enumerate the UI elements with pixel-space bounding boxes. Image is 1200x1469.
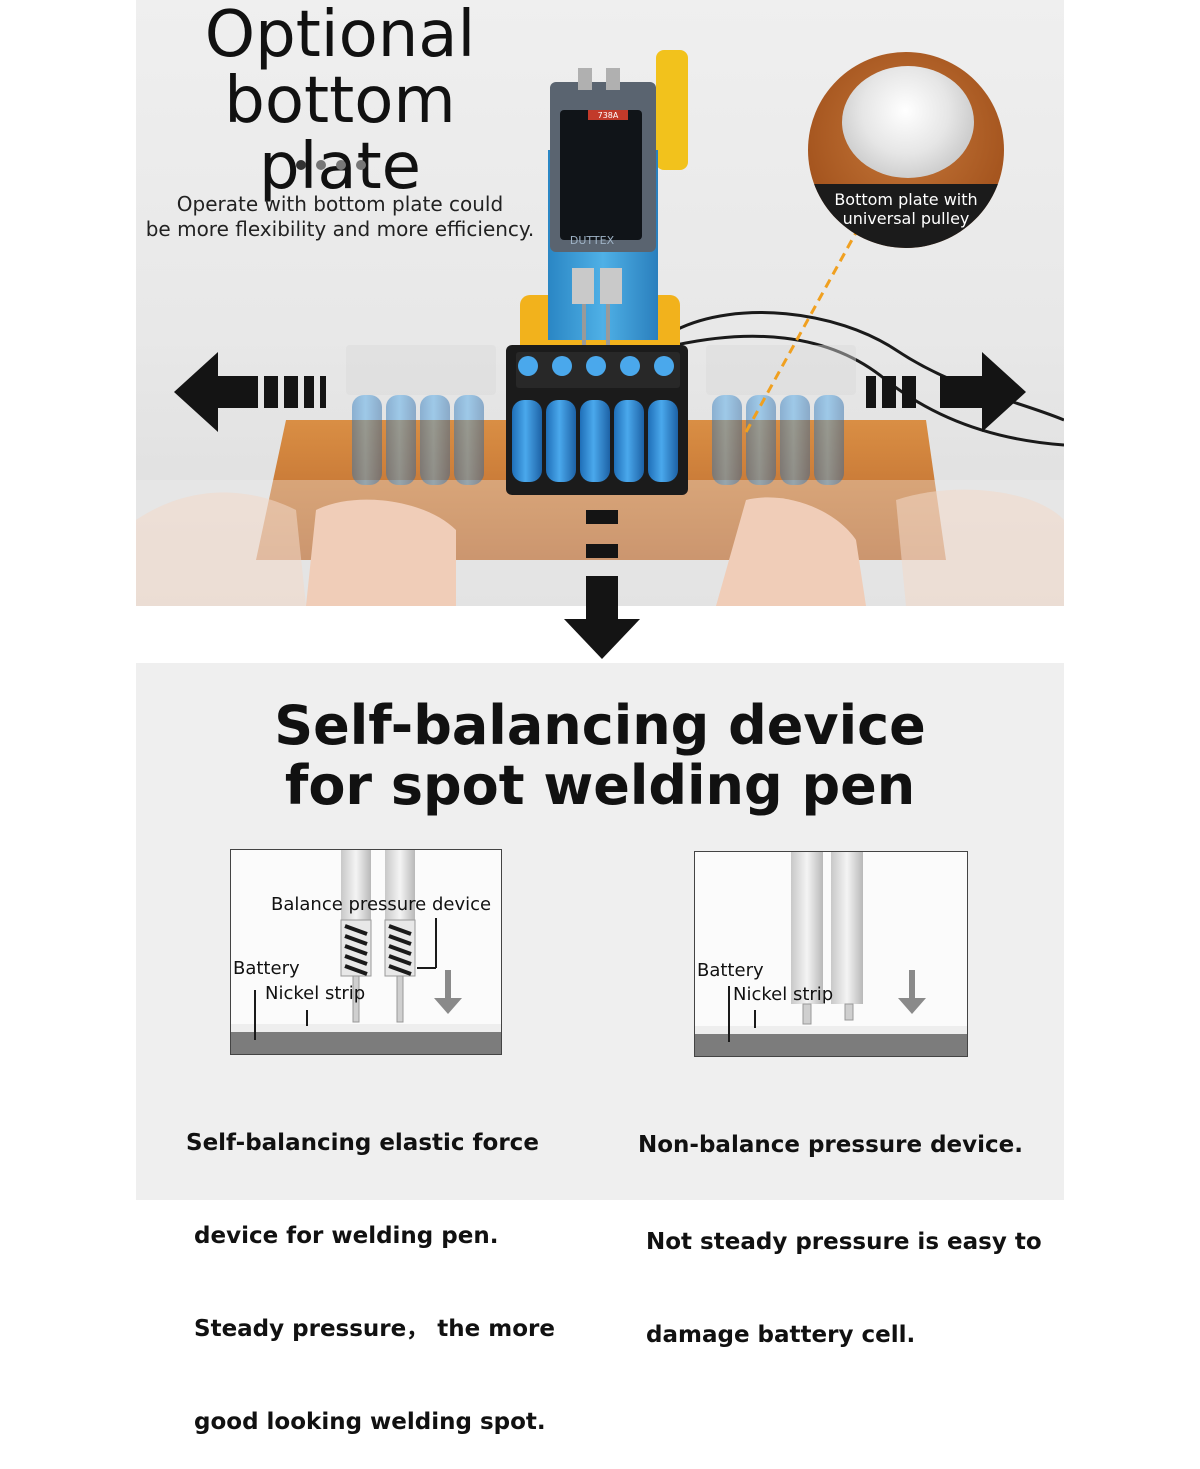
- battery-label: Battery: [697, 960, 764, 981]
- bottom-plate-title: Optional bottom plate: [204, 0, 476, 204]
- dot-active: [296, 160, 306, 170]
- device-model-text: 738A: [598, 111, 619, 120]
- balanced-caption: Self-balancing elastic force device for …: [186, 1130, 555, 1435]
- callout-label: Bottom plate with universal pulley: [808, 184, 1004, 248]
- pagination-dots: [296, 160, 376, 174]
- nickel-strip-label: Nickel strip: [733, 984, 834, 1005]
- balanced-pressure-diagram: Balance pressure device Battery Nickel s…: [230, 849, 502, 1055]
- universal-pulley-image: [842, 66, 974, 178]
- arrow-left-icon: [174, 352, 326, 432]
- unbalanced-caption: Non-balance pressure device. Not steady …: [638, 1132, 1042, 1348]
- dot: [316, 160, 326, 170]
- balanced-pen-illustration: [231, 850, 501, 1054]
- dot: [356, 160, 366, 170]
- unbalanced-pen-illustration: [695, 852, 967, 1056]
- universal-pulley-callout: Bottom plate with universal pulley: [808, 52, 1004, 248]
- dot: [336, 160, 346, 170]
- pressure-arrow-icon: [898, 970, 926, 1014]
- balance-pressure-device-label: Balance pressure device: [271, 894, 492, 915]
- arrow-right-icon: [866, 352, 1026, 432]
- arrow-down-icon: [564, 585, 640, 659]
- pressure-arrow-icon: [434, 970, 462, 1014]
- nickel-strip-label: Nickel strip: [265, 983, 366, 1004]
- bottom-plate-description: Operate with bottom plate could be more …: [145, 192, 535, 241]
- unbalanced-pressure-diagram: Battery Nickel strip: [694, 851, 968, 1057]
- battery-label: Battery: [233, 958, 300, 979]
- self-balancing-title: Self-balancing device for spot welding p…: [274, 694, 926, 817]
- welding-machine-illustration: 738A DUTTEX: [136, 50, 1064, 606]
- device-brand-text: DUTTEX: [570, 234, 615, 247]
